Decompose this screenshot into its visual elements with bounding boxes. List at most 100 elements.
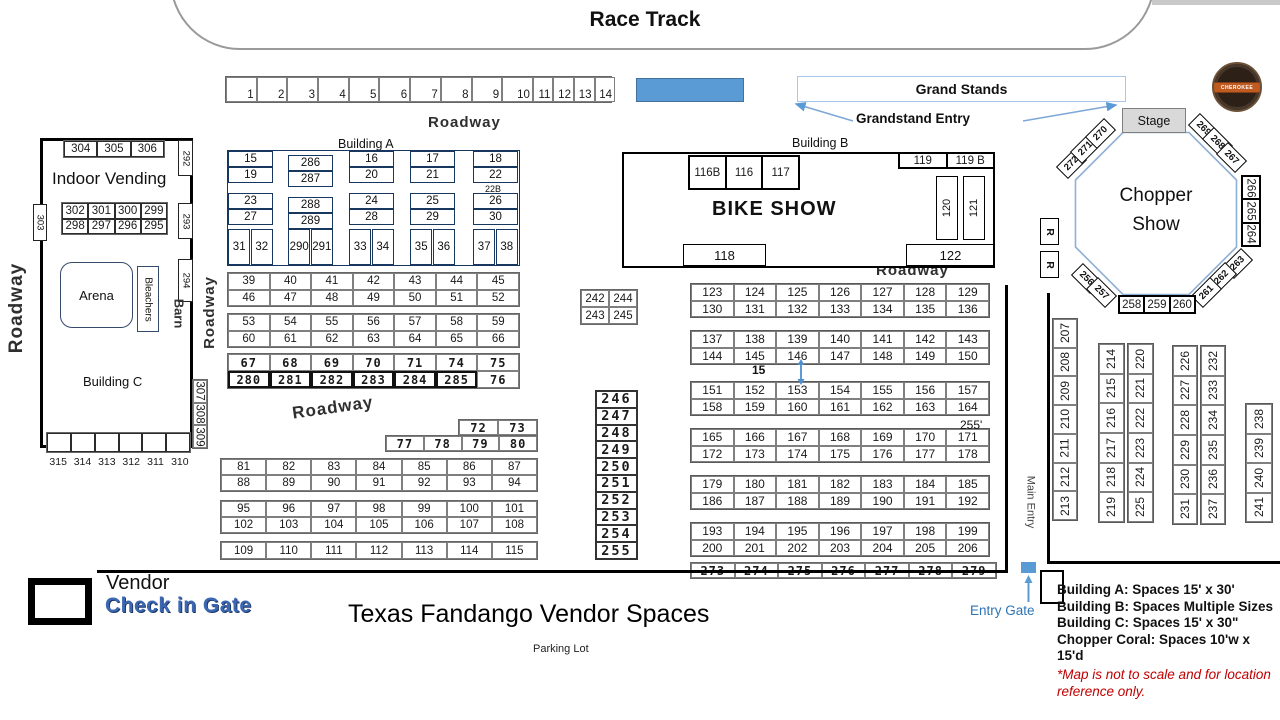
bleachers: Bleachers — [137, 266, 159, 332]
space-315: 315 — [46, 455, 71, 468]
roadway-label-inner-left: Roadway — [200, 275, 218, 349]
space-59: 59 — [477, 314, 519, 331]
space-142: 142 — [903, 331, 947, 348]
space-11: 11 — [532, 77, 554, 102]
space-43: 43 — [394, 273, 436, 290]
space-91: 91 — [356, 475, 402, 491]
space-114: 114 — [446, 542, 492, 559]
space-126: 126 — [818, 284, 862, 301]
space-121: 121 — [963, 176, 985, 240]
space-4: 4 — [318, 77, 349, 102]
space-21: 21 — [410, 167, 455, 183]
space-130: 130 — [691, 300, 734, 317]
space-176: 176 — [861, 445, 904, 462]
space-284: 284 — [394, 371, 436, 388]
space-187: 187 — [733, 492, 777, 509]
space-98: 98 — [356, 501, 402, 517]
space-182: 182 — [818, 476, 862, 493]
space-74: 74 — [435, 354, 478, 371]
space-122: 122 — [906, 244, 995, 266]
space-186: 186 — [691, 492, 734, 509]
space-160: 160 — [776, 398, 819, 415]
space-253: 253 — [596, 508, 637, 526]
space-172: 172 — [691, 445, 734, 462]
space-229: 229 — [1173, 434, 1197, 465]
space-226: 226 — [1173, 346, 1197, 376]
space-214: 214 — [1099, 344, 1124, 374]
space-289: 289 — [288, 213, 333, 229]
space-6: 6 — [379, 77, 411, 102]
space-197: 197 — [861, 523, 904, 540]
space-86: 86 — [446, 459, 492, 475]
space-127: 127 — [861, 284, 904, 301]
space-242: 242 — [581, 290, 609, 307]
space-96: 96 — [266, 501, 312, 517]
grand-stands-box: Grand Stands — [797, 76, 1126, 102]
space-30: 30 — [473, 209, 518, 225]
space-233: 233 — [1201, 375, 1225, 406]
barn-label: Barn — [171, 298, 187, 328]
space-152: 152 — [733, 382, 777, 399]
space-286: 286 — [288, 155, 333, 171]
arena-label: Arena — [79, 287, 114, 303]
space-84: 84 — [356, 459, 402, 475]
space-101: 101 — [491, 501, 537, 517]
space-198: 198 — [903, 523, 947, 540]
space-223: 223 — [1128, 432, 1153, 463]
grand-stands-label: Grand Stands — [915, 81, 1008, 97]
space-112: 112 — [356, 542, 402, 559]
space-312: 312 — [119, 455, 144, 468]
space-296: 296 — [114, 218, 141, 234]
space-81: 81 — [221, 459, 267, 475]
space-17: 17 — [410, 151, 455, 167]
space-123: 123 — [691, 284, 734, 301]
space-19: 19 — [228, 167, 273, 183]
space-196: 196 — [818, 523, 862, 540]
space-280: 280 — [228, 371, 270, 388]
space-310: 310 — [167, 455, 192, 468]
space-309: 309 — [193, 425, 207, 448]
space-232: 232 — [1201, 346, 1225, 376]
space-255: 255 — [596, 542, 637, 559]
space-184: 184 — [903, 476, 947, 493]
space-239: 239 — [1246, 433, 1272, 463]
space-177: 177 — [903, 445, 947, 462]
roadway-label-mid: Roadway — [291, 392, 375, 423]
space-137: 137 — [691, 331, 734, 348]
space-51: 51 — [435, 289, 478, 306]
space-293: 293 — [178, 203, 193, 239]
space-175: 175 — [818, 445, 862, 462]
space-27: 27 — [228, 209, 273, 225]
right-area-wall-vertical — [1047, 293, 1050, 563]
space-14: 14 — [594, 77, 616, 102]
space-138: 138 — [733, 331, 777, 348]
space-224: 224 — [1128, 462, 1153, 493]
space-199: 199 — [946, 523, 989, 540]
vendor-gate-label-line1: Vendor — [106, 572, 170, 594]
space-300: 300 — [114, 203, 141, 219]
space-92: 92 — [401, 475, 447, 491]
space-165: 165 — [691, 429, 734, 446]
space-243: 243 — [581, 307, 609, 324]
bike-show-label: BIKE SHOW — [712, 198, 837, 220]
space-26: 26 — [473, 193, 518, 209]
space-159: 159 — [733, 398, 777, 415]
space-48: 48 — [311, 289, 353, 306]
space-105: 105 — [356, 517, 402, 533]
space-38: 38 — [495, 229, 518, 265]
space-282: 282 — [311, 371, 353, 388]
space-146: 146 — [776, 347, 819, 364]
space-287: 287 — [288, 171, 333, 187]
space-23: 23 — [228, 193, 273, 209]
grandstand-entry-arrows — [794, 101, 1118, 122]
